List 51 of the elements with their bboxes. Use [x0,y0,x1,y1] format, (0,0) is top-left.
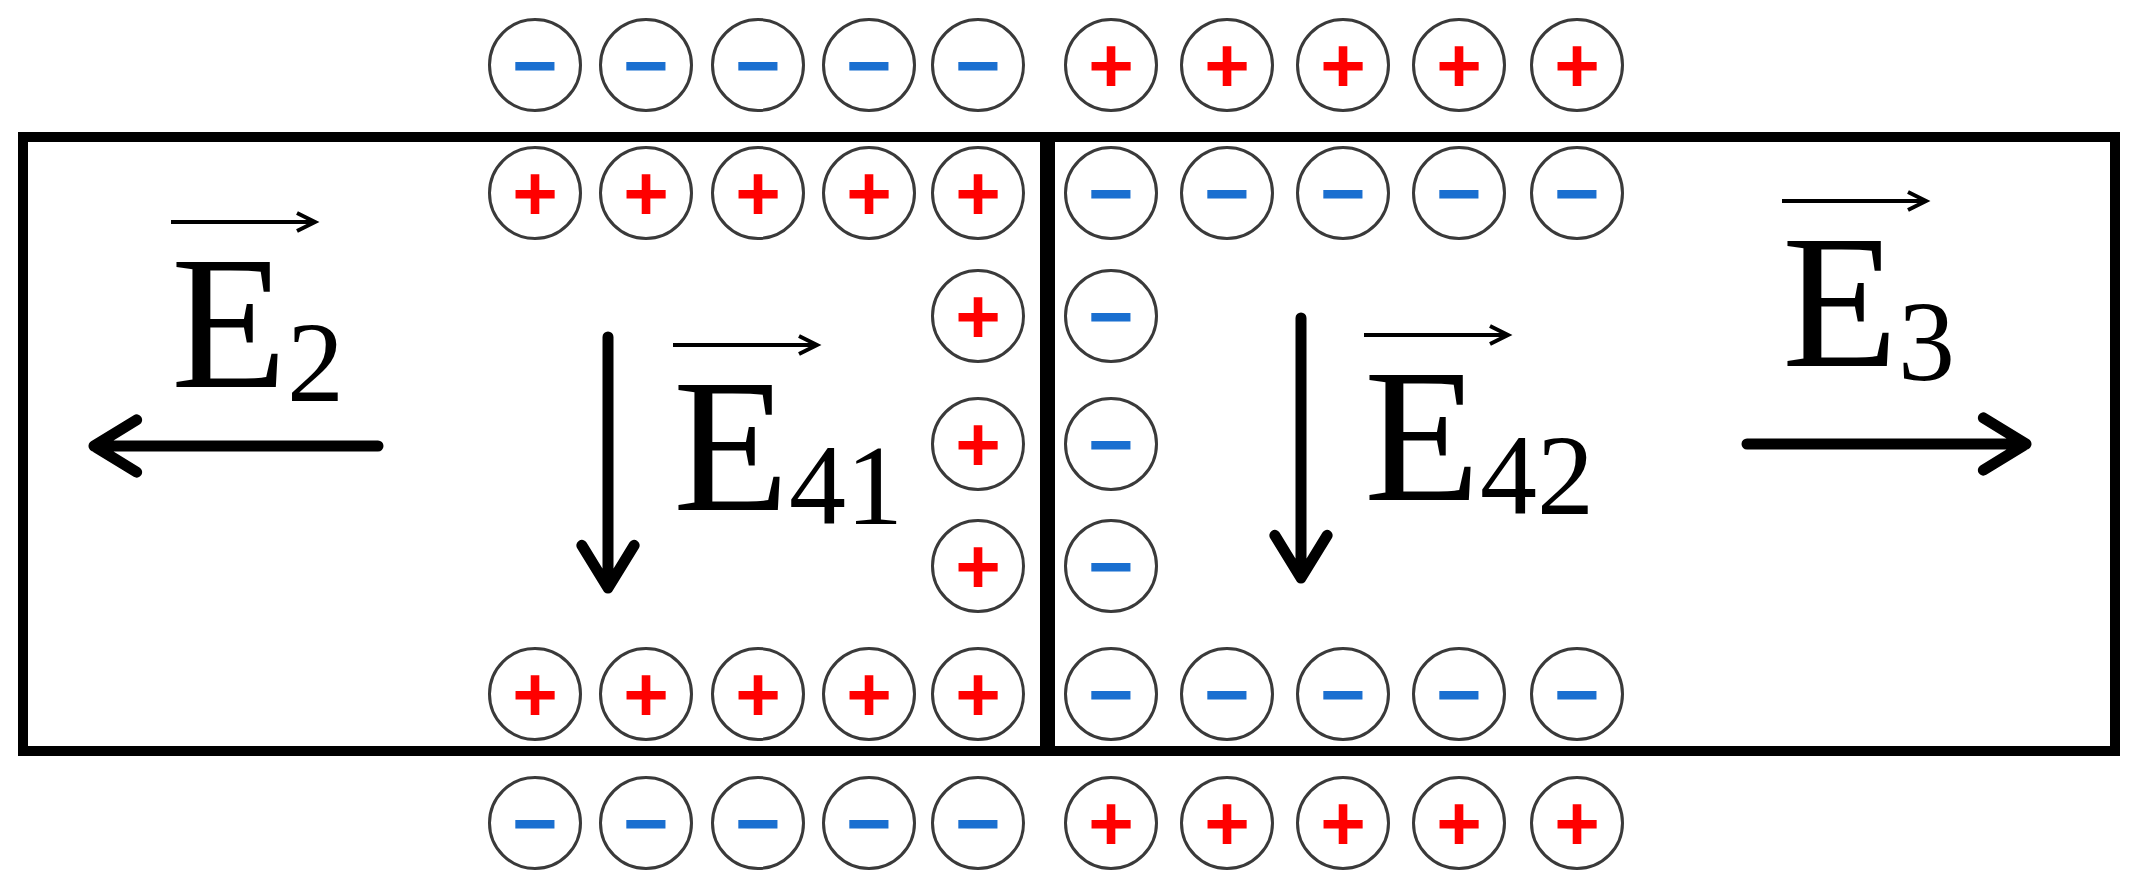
field-vector-label: E$_{3}$ [1782,207,1956,399]
positive-charge: + [1412,18,1506,112]
negative-charge: − [1064,519,1158,613]
positive-charge: + [1530,776,1624,870]
negative-charge: − [711,18,805,112]
positive-charge: + [931,269,1025,363]
positive-charge: + [1412,776,1506,870]
positive-charge: + [1180,18,1274,112]
positive-charge: + [1064,18,1158,112]
positive-charge: + [1530,18,1624,112]
positive-charge: + [488,647,582,741]
negative-charge: − [1064,269,1158,363]
negative-charge: − [599,776,693,870]
positive-charge: + [931,146,1025,240]
positive-charge: + [488,146,582,240]
positive-charge: + [1064,776,1158,870]
negative-charge: − [488,776,582,870]
positive-charge: + [822,146,916,240]
negative-charge: − [488,18,582,112]
positive-charge: + [931,397,1025,491]
negative-charge: − [599,18,693,112]
negative-charge: − [1530,647,1624,741]
negative-charge: − [1296,146,1390,240]
negative-charge: − [1180,647,1274,741]
negative-charge: − [822,776,916,870]
negative-charge: − [711,776,805,870]
field-vector-label: E$_{42}$ [1364,341,1595,533]
negative-charge: − [1412,146,1506,240]
field-vector-label: E$_{2}$ [171,228,345,420]
negative-charge: − [1064,397,1158,491]
positive-charge: + [1180,776,1274,870]
negative-charge: − [1064,146,1158,240]
negative-charge: − [1530,146,1624,240]
region-box [1040,132,2120,756]
negative-charge: − [1296,647,1390,741]
positive-charge: + [711,647,805,741]
positive-charge: + [931,647,1025,741]
negative-charge: − [931,18,1025,112]
positive-charge: + [599,647,693,741]
positive-charge: + [1296,18,1390,112]
positive-charge: + [1296,776,1390,870]
positive-charge: + [822,647,916,741]
negative-charge: − [931,776,1025,870]
negative-charge: − [1180,146,1274,240]
negative-charge: − [822,18,916,112]
positive-charge: + [711,146,805,240]
negative-charge: − [1412,647,1506,741]
negative-charge: − [1064,647,1158,741]
positive-charge: + [599,146,693,240]
positive-charge: + [931,519,1025,613]
field-vector-label: E$_{41}$ [673,351,904,543]
